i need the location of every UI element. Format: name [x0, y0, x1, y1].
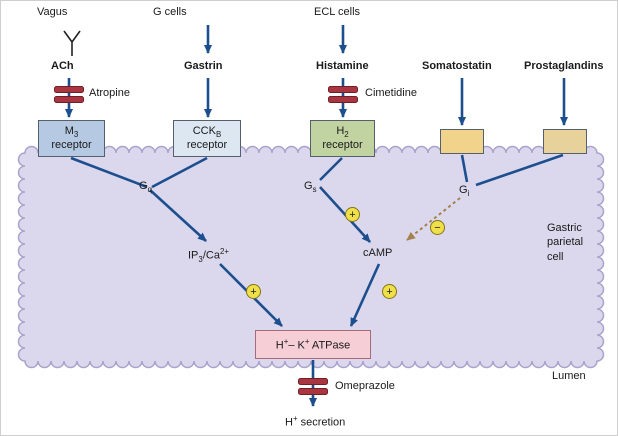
cimetidine-label: Cimetidine	[365, 87, 417, 99]
h2-receptor-box: H2 receptor	[310, 120, 375, 157]
h2-receptor-word: receptor	[322, 139, 363, 152]
ecl-cells-label: ECL cells	[314, 6, 361, 18]
atropine-inhibition-bars	[54, 86, 84, 103]
inhibitor-bar	[328, 96, 358, 103]
proton-pump-box: H+– K+ ATPase	[255, 330, 371, 359]
vagus-nerve-ending-icon	[63, 30, 81, 56]
inhibitory-arrow-gi-to-camp	[406, 197, 461, 241]
gs-protein-label: Gs	[304, 180, 317, 195]
m3-receptor-box: M3 receptor	[38, 120, 105, 157]
omeprazole-inhibition-bars	[298, 378, 328, 395]
h-secretion-label: H+ secretion	[285, 414, 346, 429]
lumen-label: Lumen	[552, 370, 586, 382]
arrow-camp-to-atpase	[349, 263, 381, 327]
cckb-receptor-symbol: CCKB	[192, 124, 222, 139]
gi-protein-label: Gi	[459, 184, 470, 199]
inhibitor-bar	[54, 96, 84, 103]
inhibitor-bar	[298, 388, 328, 395]
gastrin-label: Gastrin	[184, 60, 223, 72]
inhibitor-bar	[328, 86, 358, 93]
cckb-receptor-word: receptor	[186, 139, 228, 152]
gq-protein-label: Gq	[139, 180, 152, 195]
stimulation-sign: +	[246, 284, 261, 299]
histamine-label: Histamine	[316, 60, 369, 72]
proton-pump-label: H+– K+ ATPase	[275, 336, 351, 352]
omeprazole-label: Omeprazole	[335, 380, 395, 392]
camp-label: cAMP	[363, 247, 393, 259]
inhibitor-bar	[298, 378, 328, 385]
line-h2-to-gs	[319, 157, 343, 181]
line-pg-receptor-to-gi	[475, 153, 564, 187]
vagus-label: Vagus	[37, 6, 68, 18]
cimetidine-inhibition-bars	[328, 86, 358, 103]
cckb-receptor-box: CCKB receptor	[173, 120, 241, 157]
somatostatin-receptor-box	[440, 129, 484, 154]
m3-receptor-symbol: M3	[64, 124, 79, 139]
prostaglandin-receptor-box	[543, 129, 587, 154]
inhibitor-bar	[54, 86, 84, 93]
ip3-ca-label: IP3/Ca2+	[188, 247, 229, 264]
g-cells-label: G cells	[153, 6, 187, 18]
arrow-gq-to-ip3	[149, 189, 207, 242]
somatostatin-label: Somatostatin	[422, 60, 492, 72]
ach-label: ACh	[51, 60, 74, 72]
stimulation-sign: +	[382, 284, 397, 299]
stimulation-sign: +	[345, 207, 360, 222]
line-sst-receptor-to-gi	[460, 154, 469, 183]
h2-receptor-symbol: H2	[336, 124, 349, 139]
inhibition-sign: −	[430, 220, 445, 235]
atropine-label: Atropine	[89, 87, 130, 99]
line-m3-to-gq	[70, 156, 148, 189]
m3-receptor-word: receptor	[51, 139, 92, 152]
line-cckb-to-gq	[151, 156, 208, 189]
prostaglandins-label: Prostaglandins	[524, 60, 604, 72]
gastric-parietal-cell-label: Gastric parietal cell	[547, 222, 584, 263]
